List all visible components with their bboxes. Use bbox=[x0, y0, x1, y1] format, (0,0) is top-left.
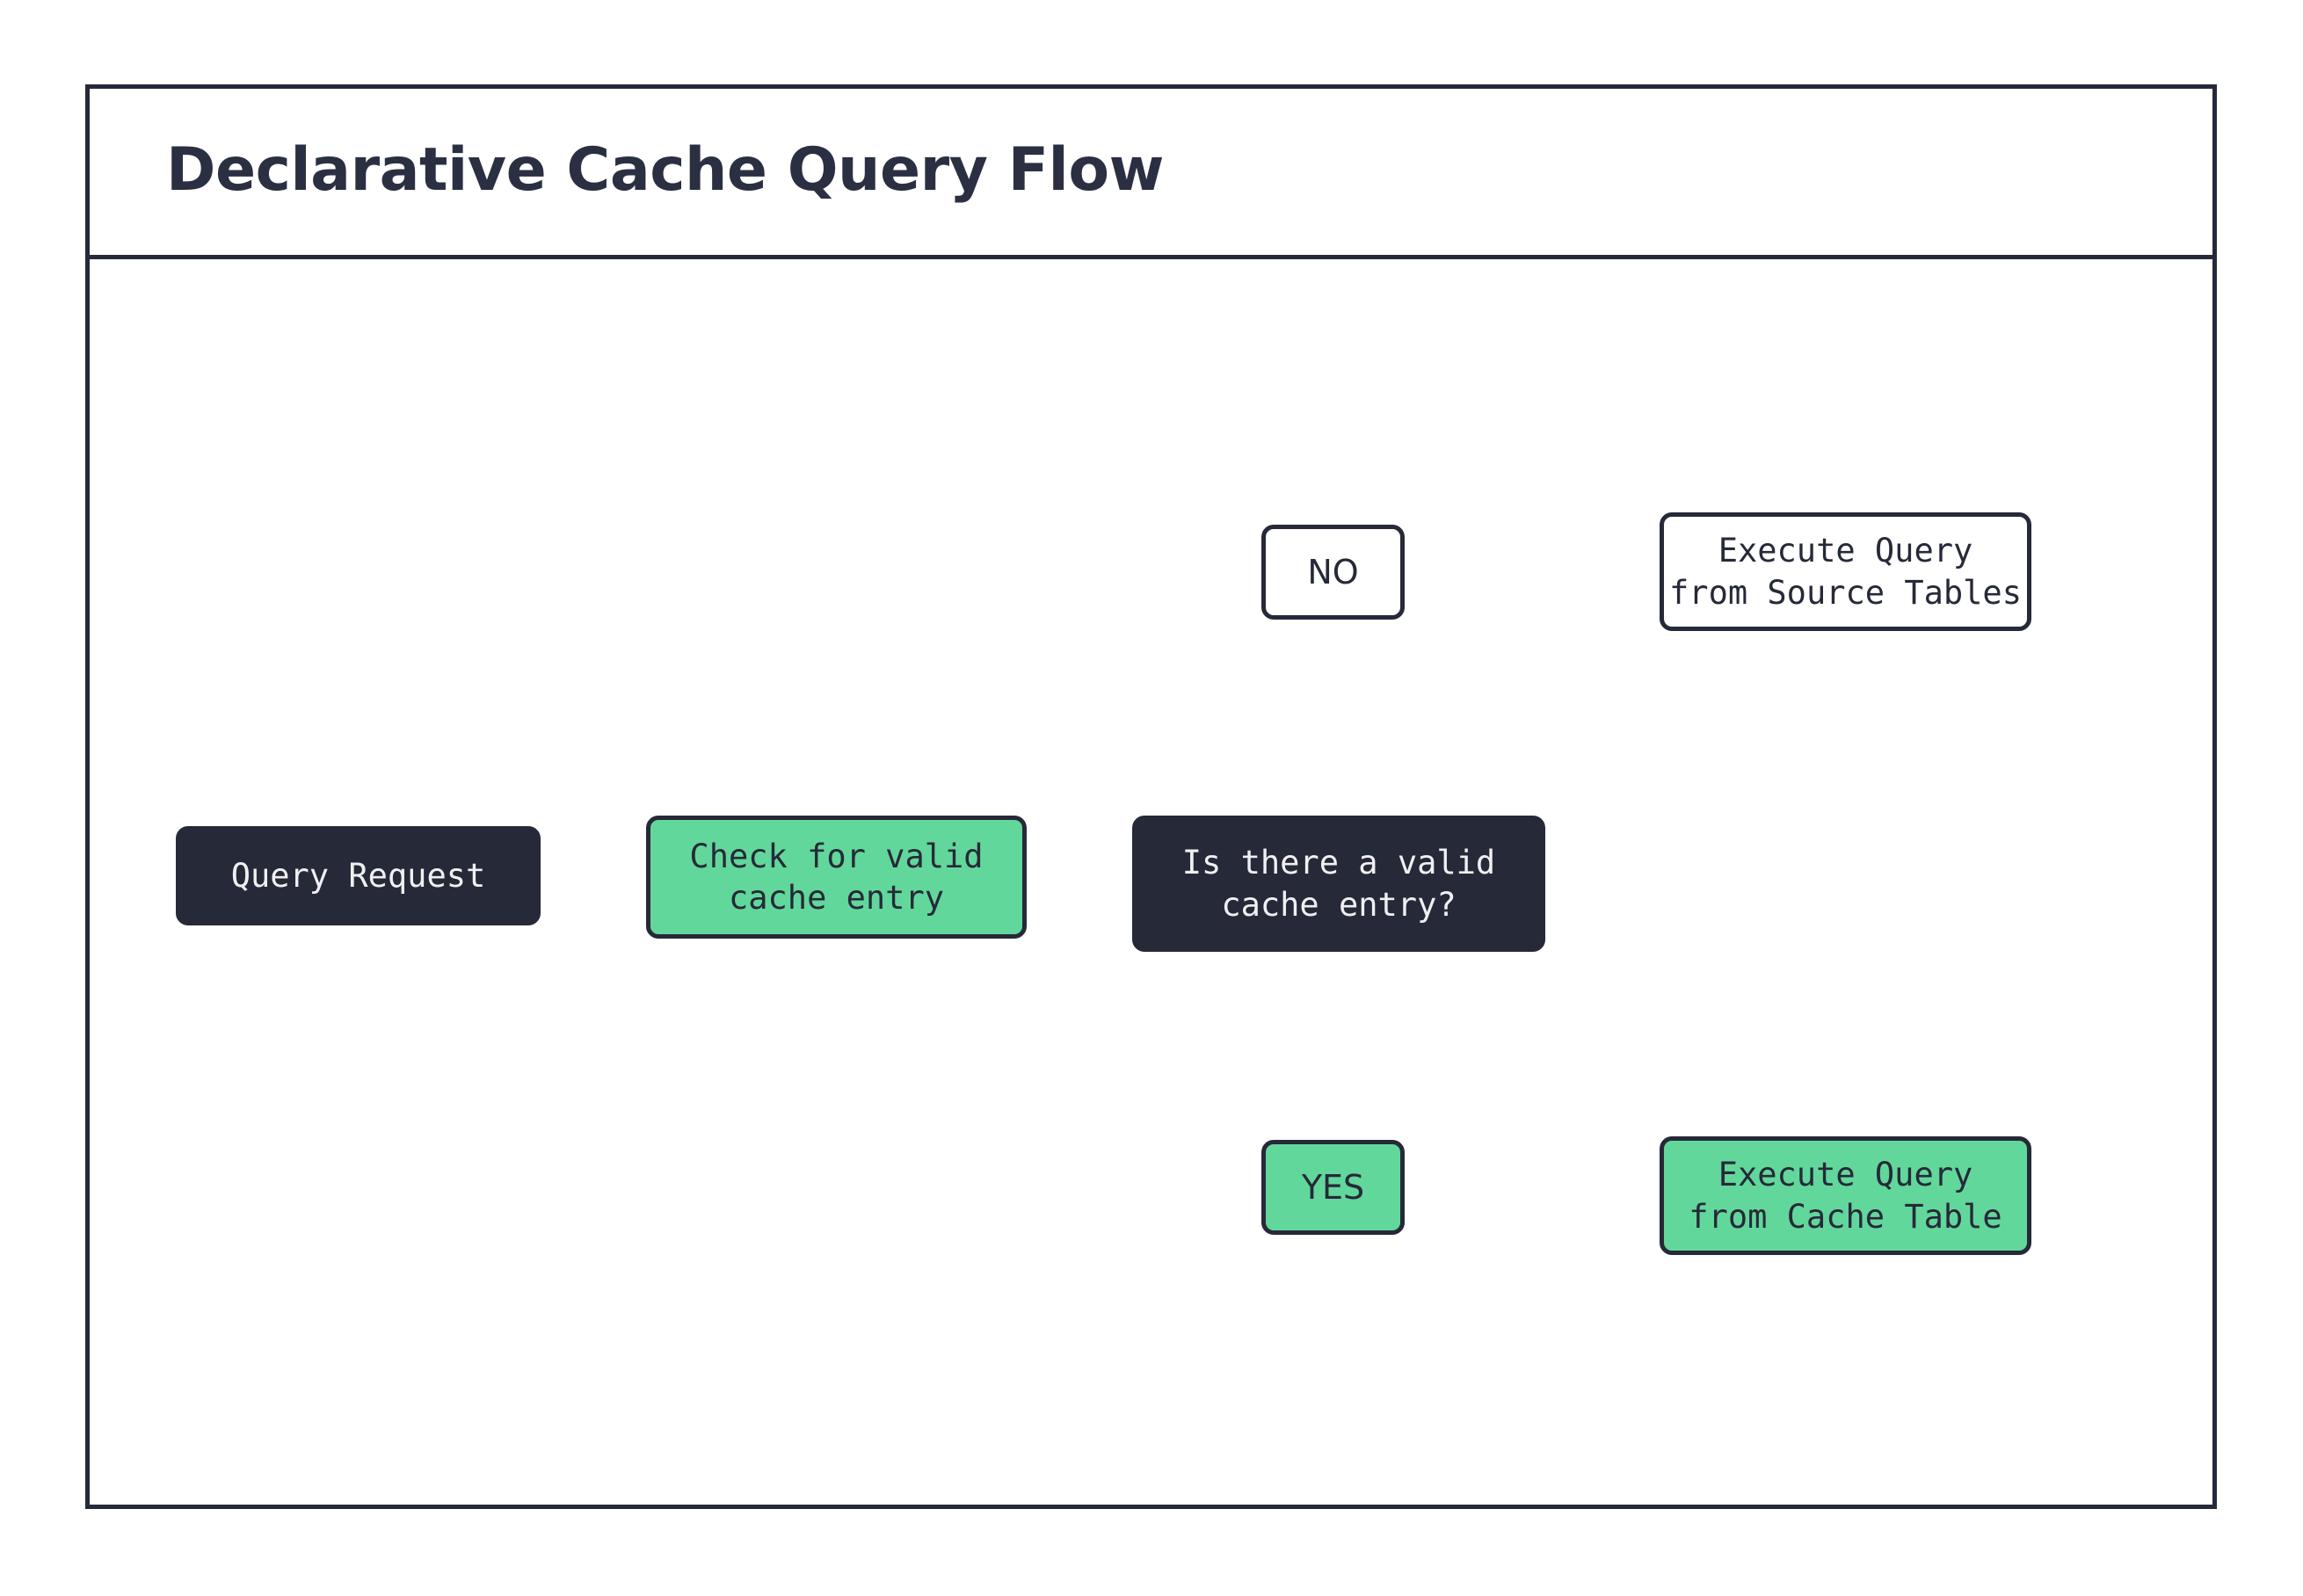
node-execute-query-from-cache-table[interactable]: Execute Query from Cache Table bbox=[1660, 1136, 2031, 1255]
page-title: Declarative Cache Query Flow bbox=[166, 134, 1164, 205]
node-check-for-valid-cache-entry[interactable]: Check for valid cache entry bbox=[646, 816, 1027, 939]
node-decision-valid-cache-entry[interactable]: Is there a valid cache entry? bbox=[1132, 816, 1545, 952]
diagram-frame bbox=[85, 84, 2217, 1509]
node-execute-query-from-source-tables[interactable]: Execute Query from Source Tables bbox=[1660, 512, 2031, 631]
edge-label-yes[interactable]: YES bbox=[1261, 1140, 1405, 1235]
edge-label-no[interactable]: NO bbox=[1261, 525, 1405, 620]
title-bar: Declarative Cache Query Flow bbox=[85, 84, 2217, 259]
node-query-request[interactable]: Query Request bbox=[176, 826, 541, 925]
